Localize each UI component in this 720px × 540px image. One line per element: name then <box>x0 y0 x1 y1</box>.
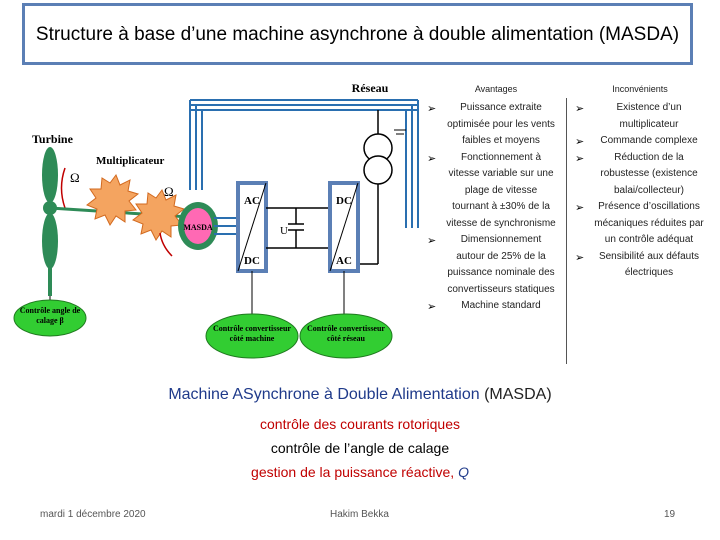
dc-bus <box>266 207 330 249</box>
reactive-power-symbol: Q <box>458 464 469 480</box>
multiplicateur-label: Multiplicateur <box>96 155 165 167</box>
arrow-bullet-icon: ➢ <box>427 235 437 247</box>
converter2-dc-label: DC <box>336 195 352 207</box>
pros-cons-table: Avantages Inconvénients ➢ Puissance extr… <box>420 84 715 374</box>
control-links <box>49 271 345 314</box>
turbine-blades-icon <box>42 147 58 296</box>
advantage-item: ➢ Fonctionnement à vitesse variable sur … <box>427 151 556 229</box>
rotation-arrow-icon <box>60 167 66 209</box>
drawback-item: ➢ Présence d’oscillations mécaniques réd… <box>575 201 704 245</box>
transformer-icon <box>350 110 406 265</box>
advantages-list: ➢ Puissance extraite optimisée pour les … <box>420 100 560 315</box>
masda-machine-icon <box>178 202 218 250</box>
machine-name: Machine ASynchrone à Double Alimentation <box>168 386 480 403</box>
gearbox-icon <box>86 173 186 241</box>
converter2-ac-label: AC <box>336 255 352 267</box>
footer-author: Hakim Bekka <box>330 509 389 520</box>
drawback-item: ➢ Commande complexe <box>568 133 708 150</box>
advantages-header: Avantages <box>474 84 518 94</box>
advantage-item: ➢ Machine standard <box>420 298 560 315</box>
converter1-ac-label: AC <box>244 195 260 207</box>
summary-line-2: contrôle de l’angle de calage <box>270 440 450 456</box>
arrow-bullet-icon: ➢ <box>575 202 585 214</box>
omega-machine-label: Ω <box>164 184 174 199</box>
pitch-control-ellipse <box>13 299 87 337</box>
arrow-bullet-icon: ➢ <box>575 136 585 148</box>
converter1-dc-label: DC <box>244 255 260 267</box>
slide-title-text: Structure à base d’une machine asynchron… <box>35 23 680 45</box>
wind-turbine-diagram: Réseau Turbine <box>10 78 430 378</box>
grid-control-ellipse <box>299 313 393 359</box>
rotor-wires <box>214 217 238 235</box>
arrow-bullet-icon: ➢ <box>427 152 437 165</box>
machine-abbr: (MASDA) <box>484 386 552 403</box>
summary-line-3: gestion de la puissance réactive, Q <box>0 464 720 480</box>
rotation-arrow-icon-2 <box>159 232 173 257</box>
drawbacks-header: Inconvénients <box>612 84 668 94</box>
advantage-item: ➢ Dimensionnement autour de 25% de la pu… <box>427 234 555 295</box>
reseau-label: Réseau <box>352 81 389 95</box>
summary-line-1: contrôle des courants rotoriques <box>260 416 460 432</box>
column-divider <box>566 98 567 364</box>
dc-voltage-label: U <box>280 225 288 237</box>
arrow-bullet-icon: ➢ <box>427 103 437 115</box>
slide-title: Structure à base d’une machine asynchron… <box>22 3 693 65</box>
diagram-svg: Réseau Turbine <box>13 81 419 359</box>
footer-date: mardi 1 décembre 2020 <box>40 509 146 520</box>
drawback-item: ➢ Réduction de la robustesse (existence … <box>575 151 698 196</box>
shaft-line <box>49 206 206 220</box>
machine-title: Machine ASynchrone à Double Alimentation… <box>0 386 720 404</box>
pitch-control-label: Contrôle angle de calage β <box>19 306 81 325</box>
page-number: 19 <box>664 509 676 520</box>
drawbacks-list: ➢ Existence d’un multiplicateur ➢ Comman… <box>568 100 708 282</box>
turbine-label: Turbine <box>32 132 74 146</box>
machine-control-label: Contrôle convertisseur côté machine <box>213 324 291 343</box>
arrow-bullet-icon: ➢ <box>575 152 585 165</box>
omega-turbine-label: Ω <box>70 170 80 185</box>
summary-line-3-text: gestion de la puissance réactive, <box>251 464 459 480</box>
arrow-bullet-icon: ➢ <box>427 301 437 313</box>
arrow-bullet-icon: ➢ <box>575 251 585 264</box>
drawback-item: ➢ Existence d’un multiplicateur <box>575 102 682 130</box>
drawback-item: ➢ Sensibilité aux défauts électriques <box>575 250 700 279</box>
grid-control-label: Contrôle convertisseur côté réseau <box>307 324 385 343</box>
machine-control-ellipse <box>205 313 299 359</box>
masda-label: MASDA <box>183 223 213 232</box>
arrow-bullet-icon: ➢ <box>575 103 585 115</box>
advantage-item: ➢ Puissance extraite optimisée pour les … <box>427 102 555 146</box>
